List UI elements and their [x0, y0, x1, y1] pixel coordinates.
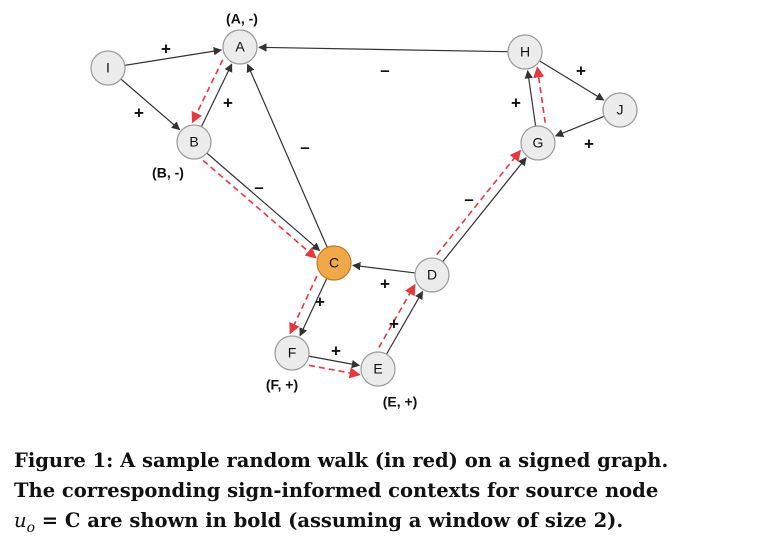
walk-step-H-G: [533, 66, 547, 123]
edge-sign-D-C: +: [380, 274, 390, 293]
walk-step-D-E: [378, 283, 416, 348]
random-walk-layer: [191, 59, 547, 379]
node-circle-C: [316, 245, 352, 281]
node-layer: I A B C D E F G H J: [90, 29, 638, 387]
node-label-E: E: [373, 361, 382, 377]
context-label-B: (B, -): [152, 165, 184, 181]
node-circle-I: [90, 50, 126, 86]
node-J: J: [602, 92, 638, 128]
node-label-G: G: [533, 135, 544, 151]
node-label-F: F: [288, 345, 297, 361]
context-label-F: (F, +): [266, 377, 298, 393]
node-circle-J: [602, 92, 638, 128]
context-label-layer: (A, -) (B, -) (F, +) (E, +): [152, 11, 417, 410]
node-label-H: H: [520, 44, 530, 60]
node-label-A: A: [235, 39, 245, 55]
edge-sign-H-J: +: [576, 61, 586, 80]
node-B: B: [176, 124, 212, 160]
node-circle-G: [520, 125, 556, 161]
edge-sign-C-A: –: [300, 137, 309, 156]
node-circle-B: [176, 124, 212, 160]
edge-layer: [120, 43, 605, 369]
edge-F-E: [308, 355, 361, 369]
walk-step-C-B: [202, 159, 317, 259]
caption-line-1: Figure 1: A sample random walk (in red) …: [14, 449, 669, 472]
edge-D-C: [352, 262, 416, 274]
context-label-A: (A, -): [226, 11, 258, 27]
edge-I-B: [120, 78, 181, 131]
edge-sign-E-D: +: [389, 314, 399, 333]
edge-sign-J-G: +: [584, 134, 594, 153]
node-circle-H: [507, 34, 543, 70]
edge-sign-F-E: +: [331, 341, 341, 360]
edge-B-C: [206, 152, 321, 252]
signed-graph-diagram: + + + – – – + + + + – + + + I A B C D E F G H J (A, -) (B, -) (F…: [90, 11, 638, 410]
edge-C-A: [246, 63, 328, 248]
edge-sign-B-C: –: [254, 177, 263, 196]
edge-J-G: [554, 115, 605, 137]
node-circle-F: [274, 335, 310, 371]
node-F: F: [274, 335, 310, 371]
caption-line-3-rest: = C are shown in bold (assuming a window…: [35, 509, 624, 532]
edge-D-G: [442, 157, 527, 263]
node-A: A: [222, 29, 258, 65]
node-label-I: I: [106, 60, 110, 76]
caption-line-2: The corresponding sign-informed contexts…: [14, 479, 659, 502]
node-circle-D: [414, 257, 450, 293]
node-label-B: B: [189, 134, 198, 150]
node-E: E: [360, 351, 396, 387]
edge-H-J: [539, 60, 605, 101]
walk-step-B-A: [191, 59, 224, 124]
node-H: H: [507, 34, 543, 70]
node-label-C: C: [329, 255, 339, 271]
caption-variable-subscript: o: [26, 519, 35, 536]
node-circle-A: [222, 29, 258, 65]
edge-sign-H-A: –: [380, 60, 389, 79]
edge-G-H: [524, 69, 537, 127]
edge-sign-D-G: –: [464, 189, 473, 208]
node-G: G: [520, 125, 556, 161]
edge-sign-I-B: +: [134, 103, 144, 122]
node-label-D: D: [427, 267, 437, 283]
node-label-J: J: [617, 102, 624, 118]
node-circle-E: [360, 351, 396, 387]
edge-C-F: [299, 278, 328, 337]
walk-step-F-C: [289, 275, 318, 335]
node-D: D: [414, 257, 450, 293]
edge-I-A: [124, 47, 223, 66]
edge-B-A: [200, 63, 233, 127]
edge-sign-G-H: +: [511, 93, 521, 112]
node-I: I: [90, 50, 126, 86]
walk-step-G-D: [436, 149, 522, 256]
caption-line-3: uo = C are shown in bold (assuming a win…: [14, 506, 754, 543]
node-C: C: [316, 245, 352, 281]
context-label-E: (E, +): [383, 394, 418, 410]
edge-sign-I-A: +: [161, 39, 171, 58]
edge-sign-C-F: +: [315, 292, 325, 311]
walk-step-E-F: [308, 364, 361, 379]
edge-sign-layer: + + + – – – + + + + – + + +: [134, 39, 594, 360]
edge-sign-B-A: +: [223, 93, 233, 112]
edge-E-D: [385, 290, 424, 355]
figure-caption: Figure 1: A sample random walk (in red) …: [14, 446, 754, 543]
caption-variable-u: u: [14, 509, 27, 532]
edge-H-A: [258, 43, 509, 53]
